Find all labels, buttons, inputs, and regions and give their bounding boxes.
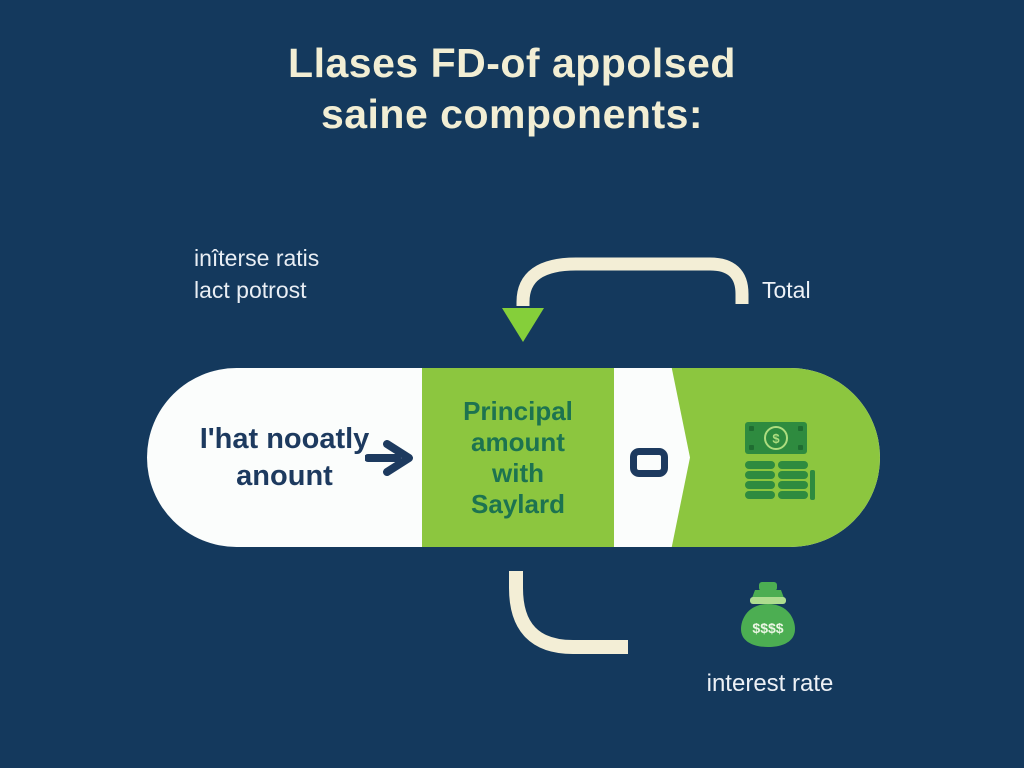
coin-stacks-icon xyxy=(745,461,815,507)
banknote-corner-dot xyxy=(798,445,803,450)
principal-amount-text: Principal amount with Saylard xyxy=(422,368,614,547)
coin-edge-bar xyxy=(810,470,815,500)
total-label: Total xyxy=(762,277,811,303)
principal-segment xyxy=(422,368,614,547)
interest-ratio-label: inîterse ratis lact potrost xyxy=(194,242,319,306)
deposit-amount-segment: I'hat nooatly anount xyxy=(147,368,422,547)
interest-ratio-label-line1: inîterse ratis xyxy=(194,245,320,271)
dollar-circle-icon: $ xyxy=(764,426,788,450)
title-line-1: Llases FD-of appolsed xyxy=(288,40,736,86)
principal-line1: Principal xyxy=(463,395,573,426)
banknote-dollar-icon: $ xyxy=(745,422,807,454)
title-line-2: saine components: xyxy=(320,91,704,137)
banknote-corner-dot xyxy=(749,426,754,431)
banknote-corner-dot xyxy=(798,426,803,431)
principal-line3: with xyxy=(492,457,544,488)
principal-line4: Saylard xyxy=(471,488,565,519)
curved-connector-line xyxy=(509,571,628,654)
coin-stack-right xyxy=(778,461,808,501)
chevron-divider xyxy=(614,368,690,547)
interest-rate-label: interest rate xyxy=(706,670,834,697)
deposit-amount-line1: I'hat nooatly xyxy=(199,422,370,455)
fd-components-pill: I'hat nooatly anount Principal amount wi… xyxy=(147,368,880,547)
curved-down-arrow-icon xyxy=(502,257,749,342)
money-bag-icon: $$$$ xyxy=(741,582,795,647)
banknote-corner-dot xyxy=(749,445,754,450)
interest-ratio-label-line2: lact potrost xyxy=(194,277,307,303)
deposit-amount-line2: anount xyxy=(236,459,333,492)
coin-stack-left xyxy=(745,461,775,501)
rectangle-outline-icon xyxy=(630,448,668,477)
right-arrow-icon xyxy=(365,440,413,476)
page-title: Llases FD-of appolsed saine components: xyxy=(0,38,1024,140)
principal-line2: amount xyxy=(471,426,565,457)
money-bag-dollars-text: $$$$ xyxy=(752,620,783,636)
